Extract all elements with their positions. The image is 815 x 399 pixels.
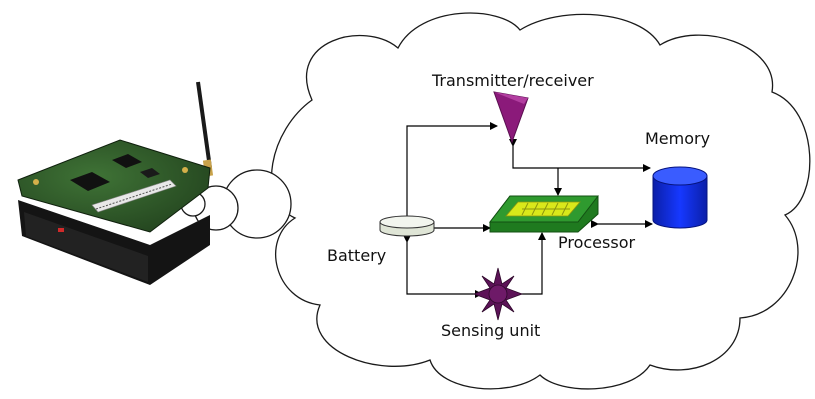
battery-label: Battery	[327, 246, 387, 265]
antenna-cone-icon	[493, 91, 529, 144]
arrow-transmitter-memory	[509, 139, 651, 172]
processor-label: Processor	[558, 233, 636, 252]
arrow-battery-transmitter	[403, 122, 498, 223]
arrow-battery-sensing	[403, 235, 483, 298]
memory-label: Memory	[645, 129, 711, 148]
transmitter-label: Transmitter/receiver	[432, 71, 594, 90]
database-cylinder-icon	[652, 166, 708, 229]
connections	[403, 122, 653, 298]
battery-disc-icon	[379, 215, 435, 237]
sensor-node-photo	[17, 81, 214, 285]
sensing-unit-label: Sensing unit	[441, 321, 541, 340]
sensor-star-icon	[472, 267, 524, 321]
arrow-sensing-processor	[508, 232, 546, 298]
circuit-board-icon	[488, 195, 600, 233]
